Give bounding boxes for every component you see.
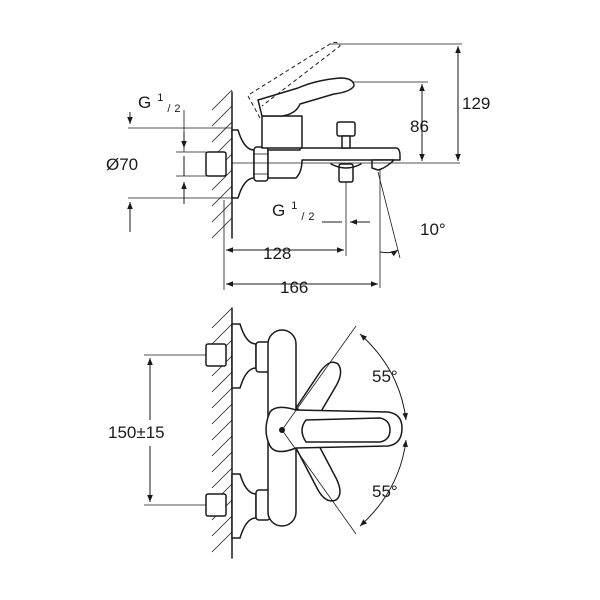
lever-front — [265, 406, 403, 453]
side-view: 129 86 G 1 / 2 Ø70 G 1 / 2 — [106, 41, 490, 297]
connector-nut — [253, 146, 269, 182]
diameter-label: Ø70 — [106, 155, 138, 174]
diverter-knob — [336, 121, 356, 137]
dim-129-label: 129 — [462, 94, 490, 113]
escutcheon-upper — [231, 323, 257, 389]
lever-rotated-down — [295, 439, 341, 502]
dim-166-label: 166 — [280, 278, 308, 297]
escutcheon-lower — [231, 473, 257, 539]
angle-down-label: 55° — [372, 482, 398, 501]
mixer-body — [267, 147, 401, 179]
angle-up-label: 55° — [372, 367, 398, 386]
escutcheon — [231, 129, 255, 199]
thread-top-label: G 1 / 2 — [138, 88, 181, 116]
lever-handle — [257, 77, 355, 117]
inlet-stub — [205, 151, 227, 177]
shower-outlet — [338, 163, 354, 183]
lever-rotated-up — [295, 361, 342, 421]
dim-128-label: 128 — [263, 244, 291, 263]
cartridge-column — [261, 115, 303, 149]
inlet-lower-stub — [205, 493, 227, 517]
spacing-label: 150±15 — [108, 423, 165, 442]
thread-bottom-label: G 1 / 2 — [272, 196, 315, 224]
front-view: 55° 55° 150±15 — [108, 307, 408, 559]
inlet-upper-stub — [205, 343, 227, 367]
dim-86-label: 86 — [410, 117, 429, 136]
spout-outlet — [371, 159, 395, 171]
angle-spout-label: 10° — [420, 220, 446, 239]
